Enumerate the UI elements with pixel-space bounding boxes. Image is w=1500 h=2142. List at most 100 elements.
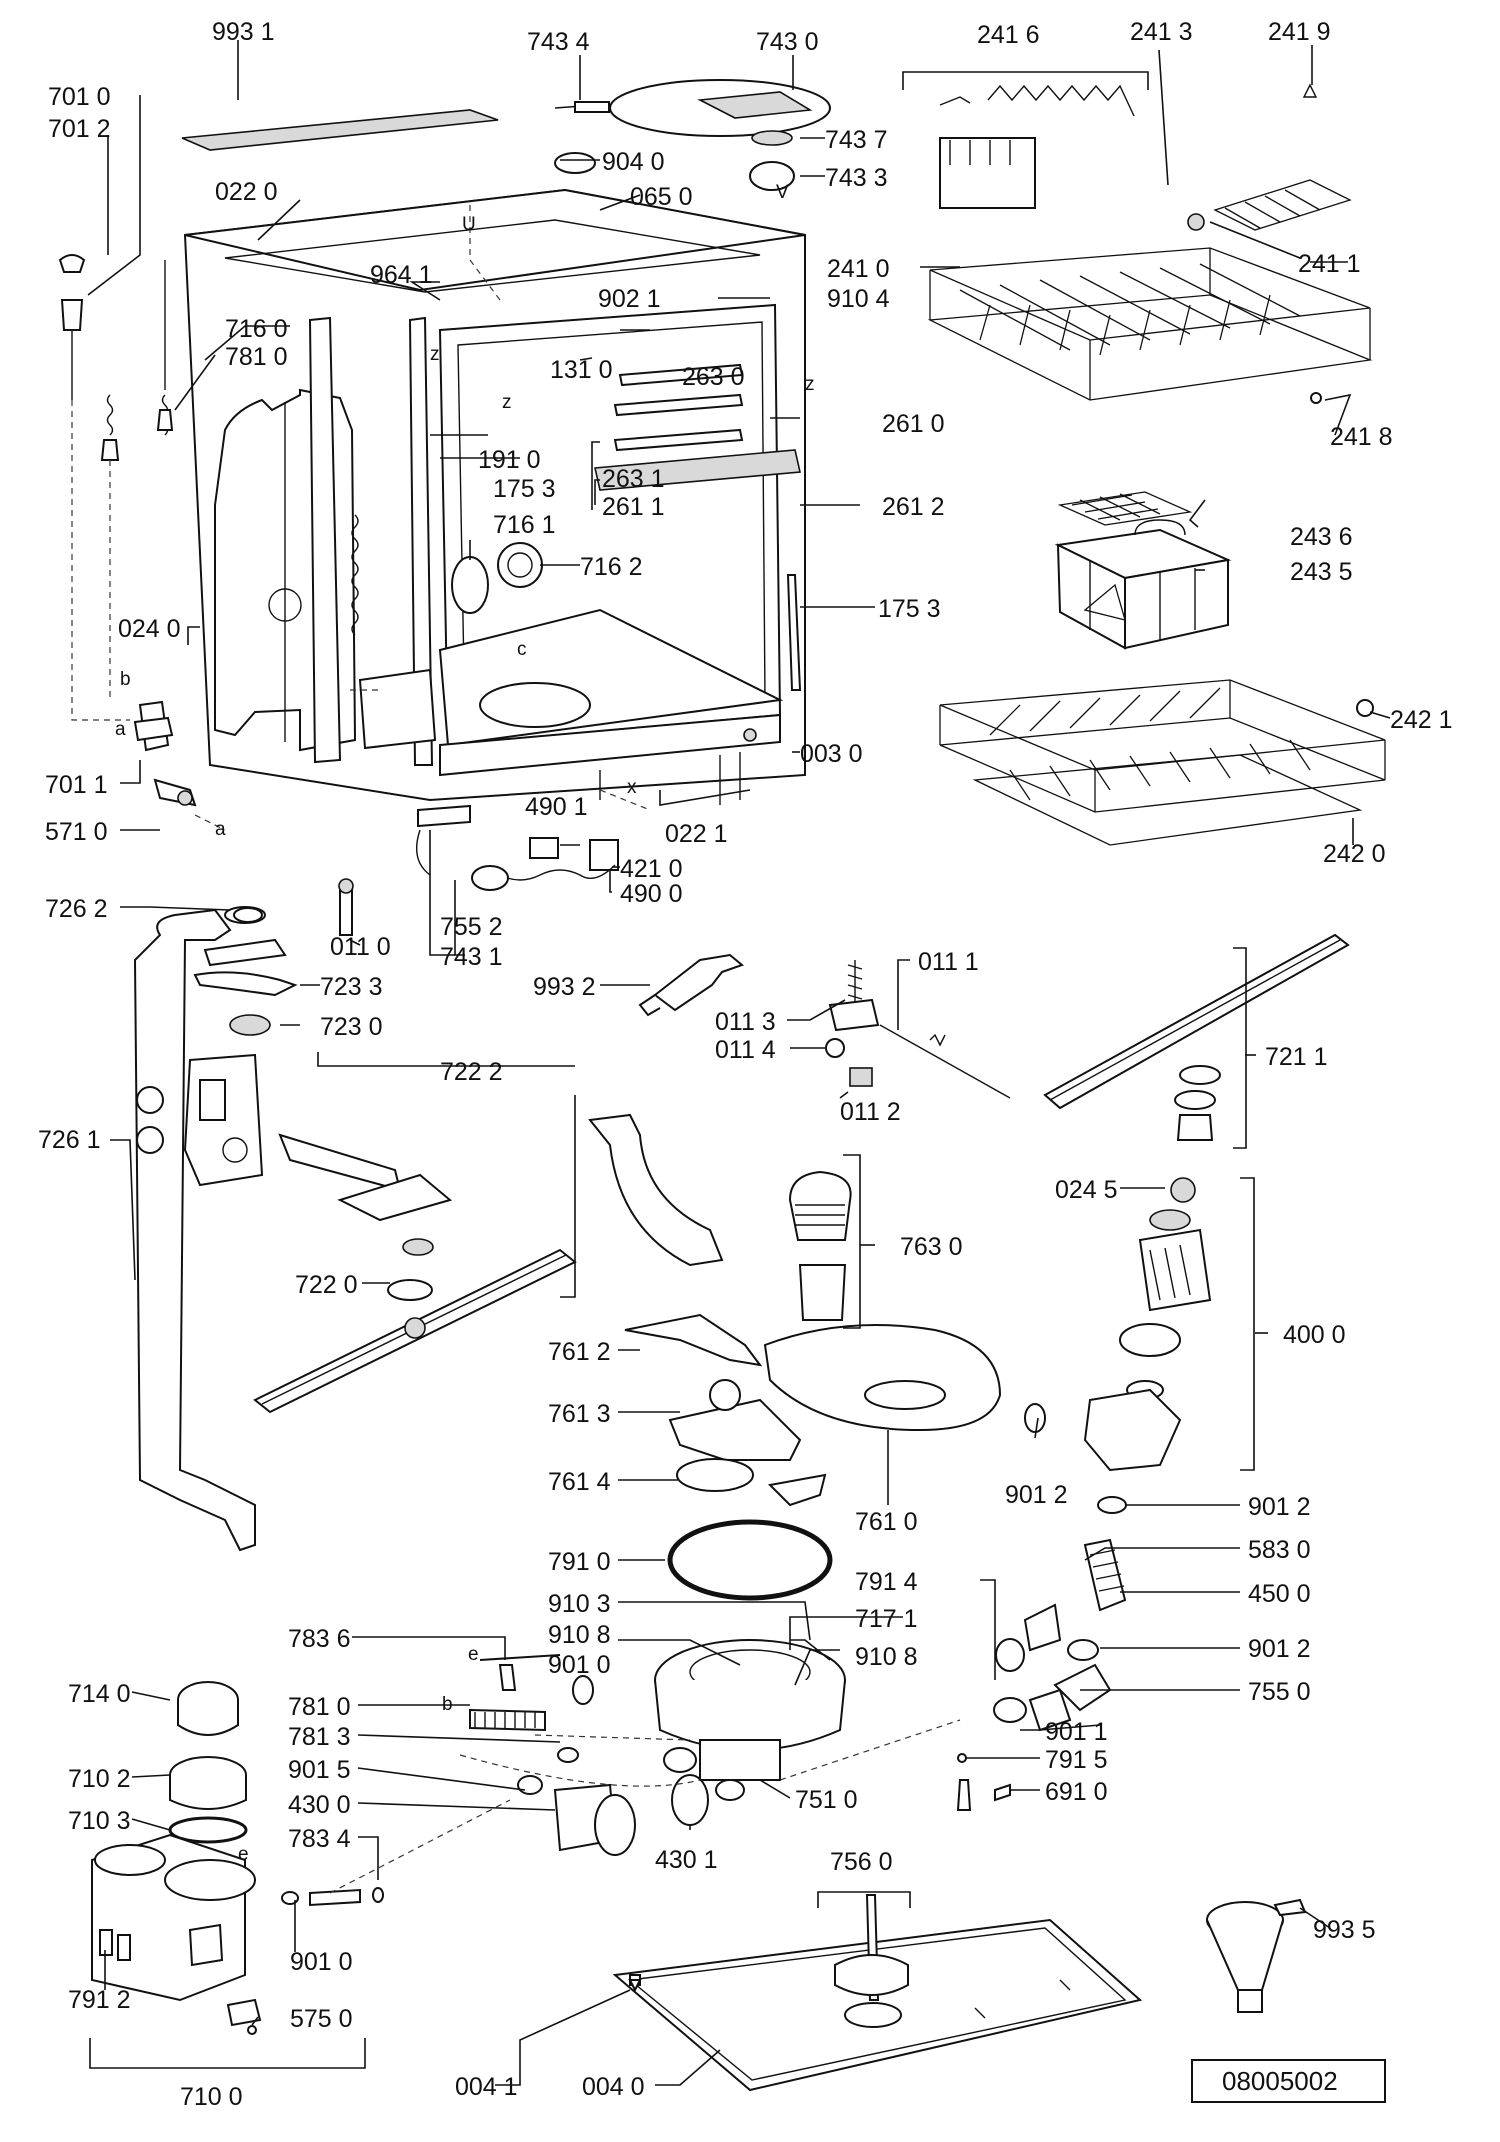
label-901-2-a: 901 2	[1005, 1481, 1068, 1509]
label-761-4: 761 4	[548, 1468, 611, 1496]
label-243-5: 243 5	[1290, 558, 1353, 586]
label-726-2: 726 2	[45, 895, 108, 923]
leader-lines	[87, 40, 1391, 2086]
label-710-3: 710 3	[68, 1807, 131, 1835]
label-241-0: 241 0	[827, 255, 890, 283]
water-supply-pipe	[133, 908, 256, 1552]
label-902-1: 902 1	[598, 285, 661, 313]
marker-v: V	[776, 182, 789, 203]
label-791-2: 791 2	[68, 1986, 131, 2014]
label-490-1: 490 1	[525, 793, 588, 821]
label-261-2: 261 2	[882, 493, 945, 521]
label-131-0: 131 0	[550, 356, 613, 384]
label-761-3: 761 3	[548, 1400, 611, 1428]
label-901-0-a: 901 0	[548, 1651, 611, 1679]
marker-u: U	[462, 214, 476, 235]
label-011-3: 011 3	[715, 1008, 776, 1036]
base-plate	[612, 1894, 1143, 2092]
top-strip-part	[181, 109, 499, 151]
marker-z-1: z	[805, 374, 815, 395]
label-755-2: 755 2	[440, 913, 503, 941]
label-901-1: 901 1	[1045, 1718, 1108, 1746]
letter-markers: U V z z z c x a a b b e e	[115, 182, 815, 1865]
label-575-0: 575 0	[290, 2005, 353, 2033]
label-011-0: 011 0	[330, 933, 391, 961]
circulation-pump	[1024, 1209, 1212, 1472]
sump-assembly	[654, 1639, 846, 1826]
marker-b-2: b	[442, 1694, 453, 1715]
label-701-1: 701 1	[45, 771, 108, 799]
label-241-6: 241 6	[977, 21, 1040, 49]
label-430-0: 430 0	[288, 1791, 351, 1819]
label-421-0: 421 0	[620, 855, 683, 883]
label-242-1: 242 1	[1390, 706, 1453, 734]
label-710-2: 710 2	[68, 1765, 131, 1793]
label-910-4: 910 4	[827, 285, 890, 313]
label-714-0: 714 0	[68, 1680, 131, 1708]
label-761-2: 761 2	[548, 1338, 611, 1366]
tub-cabinet	[183, 188, 806, 805]
marker-a-1: a	[115, 719, 126, 740]
label-783-6: 783 6	[288, 1625, 351, 1653]
label-904-0: 904 0	[602, 148, 665, 176]
label-430-1: 430 1	[655, 1846, 718, 1874]
label-743-0: 743 0	[756, 28, 819, 56]
label-791-0: 791 0	[548, 1548, 611, 1576]
label-901-2-b: 901 2	[1248, 1493, 1311, 1521]
label-723-0: 723 0	[320, 1013, 383, 1041]
label-400-0: 400 0	[1283, 1321, 1346, 1349]
lower-basket	[939, 679, 1386, 846]
label-743-4: 743 4	[527, 28, 590, 56]
dashed-routing-lines	[71, 205, 961, 1894]
filter-and-sump-parts	[588, 1113, 1002, 1507]
label-022-0: 022 0	[215, 178, 278, 206]
label-910-3: 910 3	[548, 1590, 611, 1618]
marker-e-2: e	[238, 1844, 249, 1865]
drain-pump-parts	[281, 1654, 636, 1907]
marker-z-2: z	[502, 392, 512, 413]
label-723-3: 723 3	[320, 973, 383, 1001]
label-717-1: 717 1	[855, 1605, 918, 1633]
label-910-8-left: 910 8	[548, 1621, 611, 1649]
label-710-0: 710 0	[180, 2083, 243, 2111]
label-722-2: 722 2	[440, 1058, 503, 1086]
label-993-2: 993 2	[533, 973, 596, 1001]
label-263-0: 263 0	[682, 363, 745, 391]
label-261-1: 261 1	[602, 493, 665, 521]
label-791-4: 791 4	[855, 1568, 918, 1596]
label-763-0: 763 0	[900, 1233, 963, 1261]
label-583-0: 583 0	[1248, 1536, 1311, 1564]
marker-b-1: b	[120, 669, 131, 690]
upper-basket	[927, 179, 1373, 404]
part-labels: 993 1 743 4 743 0 241 6 241 3 241 9 701 …	[38, 18, 1453, 2111]
label-901-5: 901 5	[288, 1756, 351, 1784]
water-softener	[91, 1681, 262, 2035]
label-571-0: 571 0	[45, 818, 108, 846]
label-756-0: 756 0	[830, 1848, 893, 1876]
heater-assembly	[956, 1496, 1127, 1811]
label-011-2: 011 2	[840, 1098, 901, 1126]
label-716-0: 716 0	[225, 315, 288, 343]
label-261-0: 261 0	[882, 410, 945, 438]
label-783-4: 783 4	[288, 1825, 351, 1853]
sump-gasket	[667, 1519, 833, 1601]
funnel-tool	[1206, 1898, 1307, 2013]
label-901-2-c: 901 2	[1248, 1635, 1311, 1663]
label-701-2: 701 2	[48, 115, 111, 143]
label-993-5: 993 5	[1313, 1916, 1376, 1944]
label-791-5: 791 5	[1045, 1746, 1108, 1774]
electrical-parts	[338, 804, 619, 936]
lid-assembly-part	[554, 79, 831, 191]
label-004-0: 004 0	[582, 2073, 645, 2101]
label-241-8: 241 8	[1330, 423, 1393, 451]
label-003-0: 003 0	[800, 740, 863, 768]
label-722-0: 722 0	[295, 1271, 358, 1299]
marker-c: c	[517, 639, 527, 660]
marker-a-2: a	[215, 819, 226, 840]
marker-x: x	[627, 777, 637, 798]
upper-spray-arm-right	[1043, 933, 1350, 1141]
label-701-0: 701 0	[48, 83, 111, 111]
label-716-1: 716 1	[493, 511, 556, 539]
label-065-0: 065 0	[630, 183, 693, 211]
